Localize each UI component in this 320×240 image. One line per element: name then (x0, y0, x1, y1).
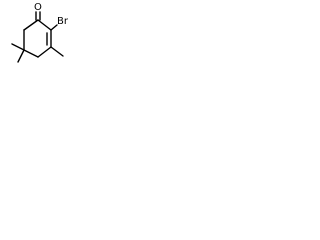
bromine-label: Br (57, 16, 69, 27)
bond-methyl-c3 (50, 46, 64, 57)
bond-c3-c4 (37, 46, 52, 58)
bond-c1-c2 (37, 19, 52, 31)
oxygen-label: O (34, 2, 42, 13)
bond-c-br (50, 24, 58, 31)
bond-c6-c1 (23, 19, 39, 31)
bond-methyl-c5-b (17, 49, 25, 63)
bond-methyl-c5-a (11, 43, 25, 51)
structure-diagram: O Br (11, 2, 69, 63)
bond-c4-c5 (23, 49, 39, 58)
